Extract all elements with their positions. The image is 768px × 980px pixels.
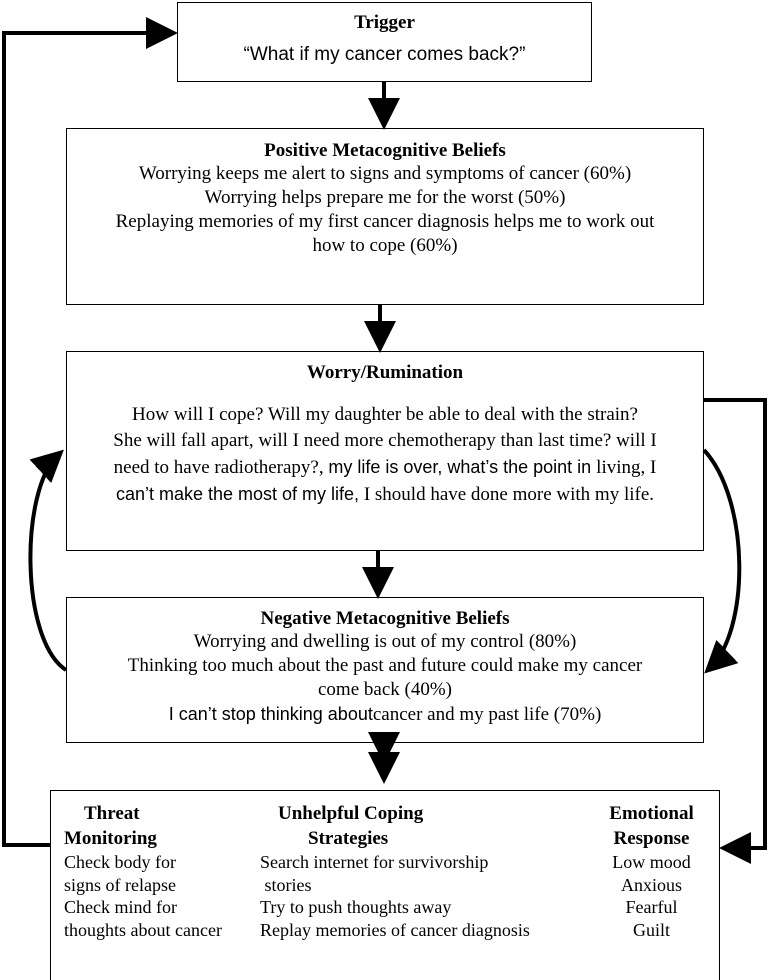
positive-belief-line: Replaying memories of my first cancer di… [115,211,655,232]
emotion-item: Fearful [625,897,678,917]
threat-item: Check mind for [64,897,177,917]
worry-line-part: my life is over, what’s the point in [328,457,597,477]
trigger-quote: “What if my cancer comes back?” [243,44,526,65]
positive-belief-line: Worrying keeps me alert to signs and sym… [138,163,632,184]
worry-line: How will I cope? Will my daughter be abl… [132,404,638,425]
negative-belief-line: come back (40%) [318,679,452,700]
positive-belief-line: how to cope (60%) [312,235,458,256]
coping-title-line: Unhelpful Coping [278,803,424,824]
negative-belief-line: Thinking too much about the past and fut… [127,655,643,676]
trigger-title: Trigger [354,12,415,33]
coping-item: stories [260,874,312,895]
negative-metacognitive-beliefs-box: Negative Metacognitive Beliefs Worrying … [66,597,704,743]
coping-response-box: Threat Monitoring Check body for signs o… [50,790,720,980]
worry-line-part: can’t make the most of my life, [115,484,360,504]
worry-line-part: need to have radiotherapy?, [113,457,329,478]
worry-title: Worry/Rumination [306,362,464,383]
threat-item: thoughts about cancer [64,919,222,940]
coping-item: Replay memories of cancer diagnosis [260,919,530,940]
coping-item: Search internet for survivorship [260,852,489,872]
worry-line: need to have radiotherapy?, my life is o… [67,454,703,481]
loop-worry-to-emotion [704,398,767,864]
worry-rumination-box: Worry/Rumination How will I cope? Will m… [66,351,704,551]
negative-belief-line-part: cancer and my past life (70%) [372,704,602,725]
worry-line: can’t make the most of my life, I should… [67,481,703,508]
emotion-title: Emotional Response [589,801,714,851]
worry-line-part: living, I [596,457,657,478]
coping-item: Try to push thoughts away [260,897,452,917]
negative-belief-line: I can’t stop thinking aboutcancer and my… [67,702,703,727]
coping-title: Unhelpful Coping Strategies [260,801,530,851]
threat-title: Threat Monitoring [64,801,222,851]
negative-beliefs-title: Negative Metacognitive Beliefs [260,608,510,629]
emotion-title-line: Response [613,828,690,849]
positive-belief-line: Worrying helps prepare me for the worst … [204,187,566,208]
negative-belief-line: Worrying and dwelling is out of my contr… [193,631,577,652]
emotional-response-column: Emotional Response Low mood Anxious Fear… [589,801,714,941]
positive-beliefs-title: Positive Metacognitive Beliefs [264,140,506,161]
emotion-item: Anxious [620,874,682,895]
threat-monitoring-column: Threat Monitoring Check body for signs o… [64,801,222,941]
positive-metacognitive-beliefs-box: Positive Metacognitive Beliefs Worrying … [66,128,704,305]
emotion-item: Guilt [632,919,670,940]
trigger-box: Trigger “What if my cancer comes back?” [177,2,592,82]
curve-negative-to-worry [28,449,68,672]
coping-title-line: Strategies [308,828,389,849]
threat-item: Check body for [64,852,176,872]
emotion-title-line: Emotional [609,803,694,824]
threat-item: signs of relapse [64,874,176,895]
threat-title-line: Threat [84,803,140,824]
curve-worry-to-negative [702,448,742,674]
worry-body: How will I cope? Will my daughter be abl… [67,402,703,508]
worry-line-part: I should have done more with my life. [359,484,655,505]
negative-belief-line-part: I can’t stop thinking about [168,704,373,724]
emotion-item: Low mood [612,852,691,872]
worry-line: She will fall apart, will I need more ch… [113,430,657,451]
threat-title-line: Monitoring [64,828,157,849]
coping-strategies-column: Unhelpful Coping Strategies Search inter… [260,801,530,941]
